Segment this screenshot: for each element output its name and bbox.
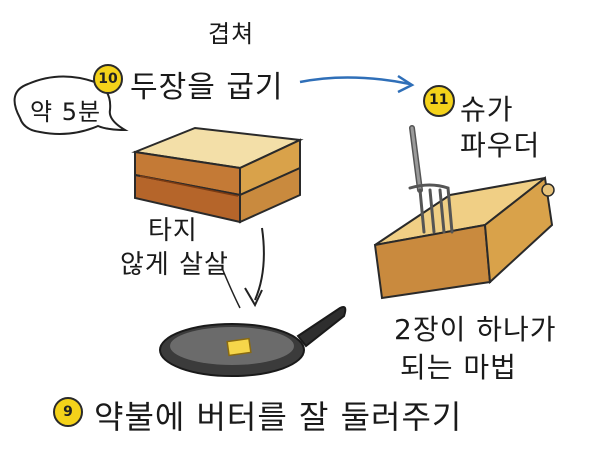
sugared-toast [373,176,555,300]
step10-title: 두장을 굽기 [130,70,284,105]
step10-badge: 10 [93,64,123,94]
magic-line1: 2장이 하나가 [394,313,557,346]
magic-line2: 되는 마법 [400,351,517,384]
step11-line2: 파우더 [460,129,541,162]
arrow-to-pan [221,227,265,309]
arrow-to-step11 [299,74,415,94]
step11-badge [423,85,455,117]
frying-pan [159,306,347,377]
toast-note-line2: 않게 살살 [120,250,229,280]
cook-time-bubble-text: 약 5분 [30,98,102,126]
step11-line1: 슈가 [460,93,514,126]
speech-bubble [13,75,129,135]
step9-badge: 9 [53,397,83,427]
step9-text: 약불에 버터를 잘 둘러주기 [94,398,463,436]
fork-icon [408,125,454,234]
step11-badge-label: 11 [429,92,449,108]
step10-annotation: 겹쳐 [208,20,255,48]
toast-note-line1: 타지 [148,216,198,246]
toast-stack [131,126,304,224]
